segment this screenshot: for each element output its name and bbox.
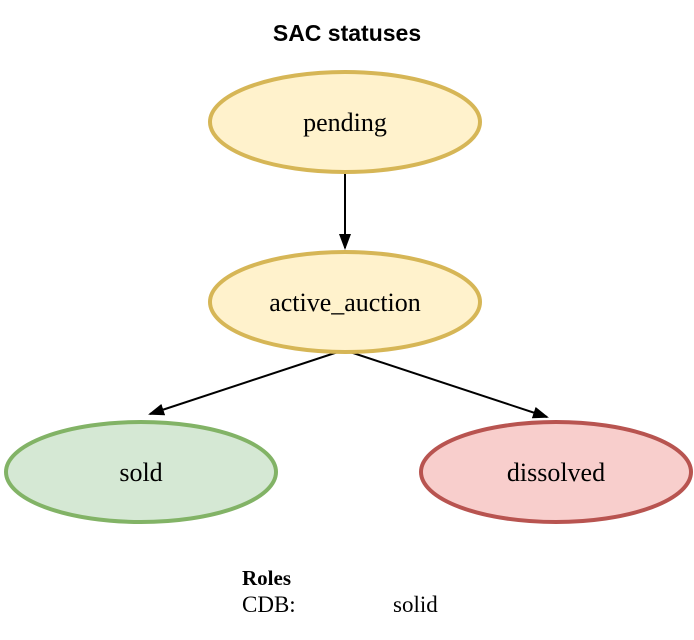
dissolved-label: dissolved <box>507 458 605 487</box>
node-pending: pending <box>208 70 482 174</box>
node-dissolved: dissolved <box>419 420 693 524</box>
edge-active-auction-to-dissolved <box>343 349 549 419</box>
diagram-title: SAC statuses <box>272 20 422 46</box>
node-active-auction: active_auction <box>208 250 482 354</box>
active-auction-ellipse <box>208 250 482 354</box>
sold-label: sold <box>119 458 162 487</box>
roles-legend-heading: Roles <box>242 566 291 590</box>
roles-legend: Roles CDB: solid <box>242 566 438 618</box>
role-name: CDB: <box>242 592 296 617</box>
active-auction-label: active_auction <box>269 288 421 317</box>
roles-legend-row: CDB: solid <box>242 591 438 618</box>
edge-active-auction-to-sold <box>148 349 345 416</box>
role-line-style: solid <box>393 592 438 617</box>
pending-ellipse <box>208 70 482 174</box>
dissolved-ellipse <box>419 420 693 524</box>
pending-label: pending <box>303 108 387 137</box>
sold-ellipse <box>4 420 278 524</box>
node-sold: sold <box>4 420 278 524</box>
